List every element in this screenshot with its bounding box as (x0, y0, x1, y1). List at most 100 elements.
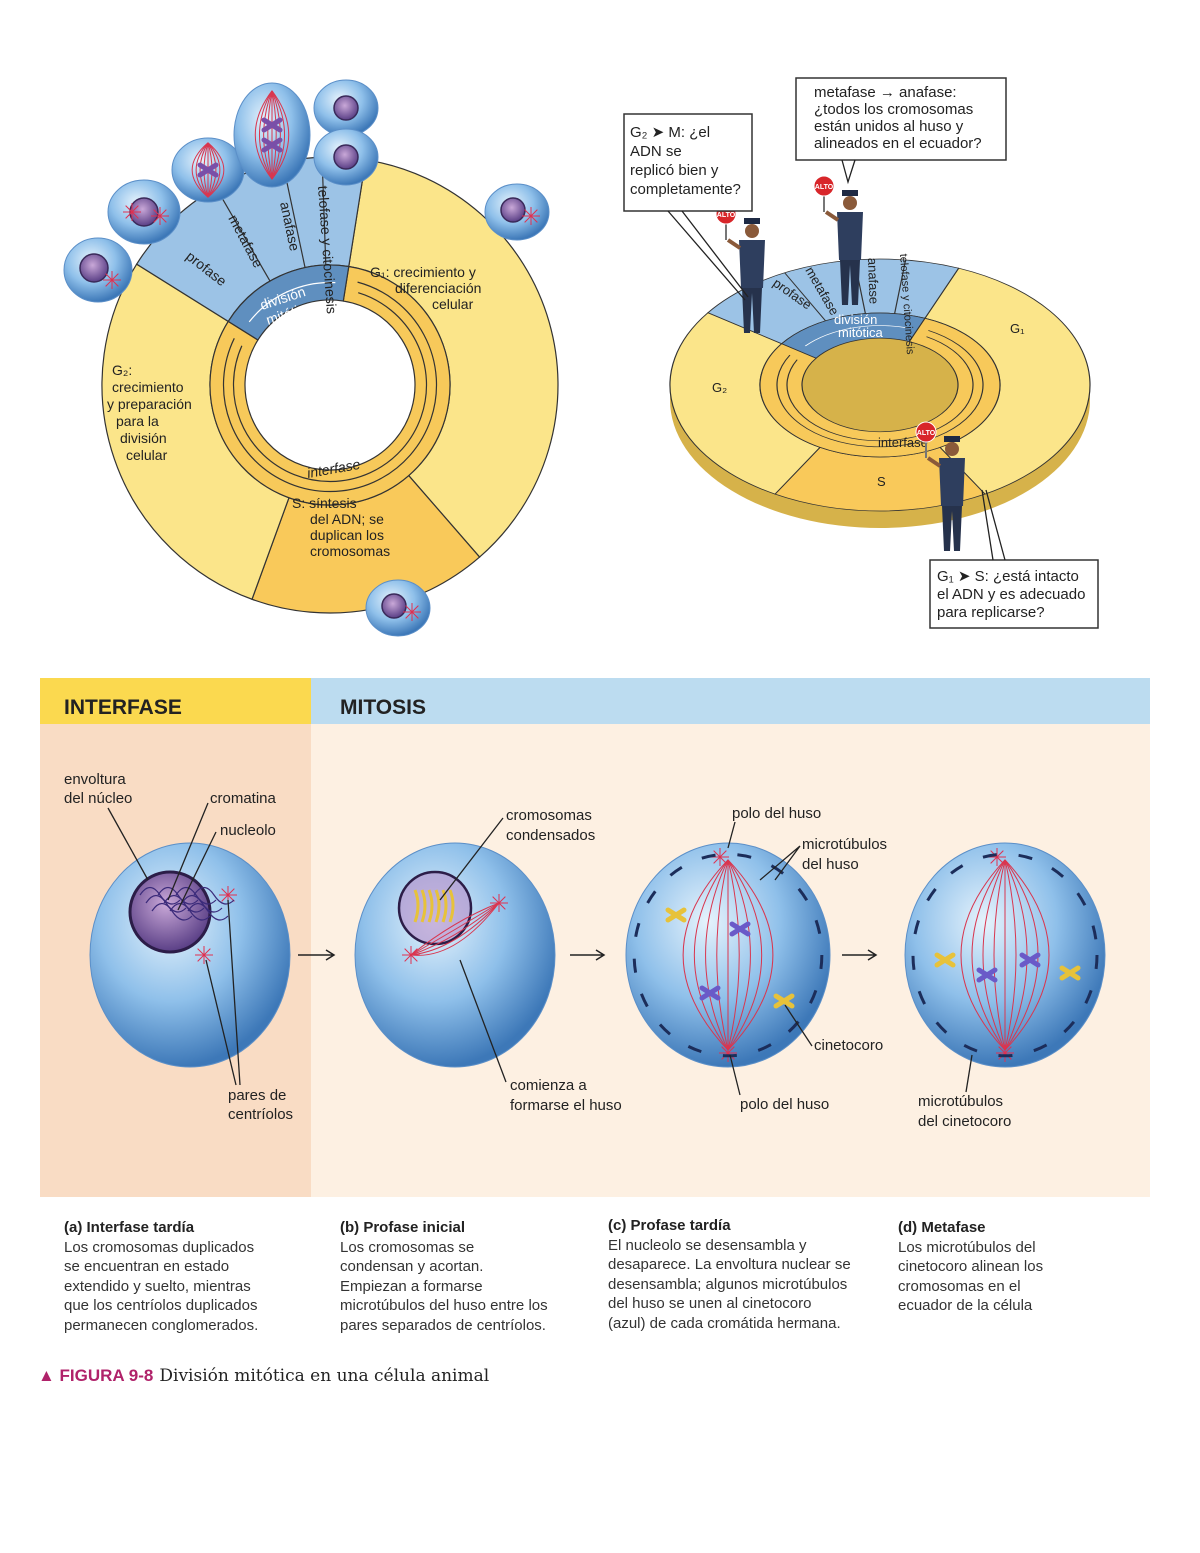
cell-illustration (63, 237, 133, 303)
mitosis-band (780, 312, 926, 359)
spindle-fiber (410, 902, 500, 956)
caption-line: microtúbulos del huso entre los (340, 1297, 548, 1314)
centriole-aster (1004, 1046, 1012, 1054)
label-comienza-huso: formarse el huso (510, 1097, 622, 1114)
centriole-aster (159, 209, 167, 217)
callout-line: G₂ ➤ M: ¿el (630, 124, 710, 141)
centriole-aster (492, 896, 500, 904)
callout-metafase-anafase: metafase → anafase: ¿todos los cromosoma… (795, 77, 1007, 185)
spindle-fiber (716, 859, 729, 1051)
label-g2-line: y preparación (107, 396, 192, 412)
caption-line: se encuentran en estado (64, 1258, 229, 1275)
centriole-aster (498, 896, 506, 904)
callout-line: para replicarse? (937, 604, 1045, 621)
label-envoltura: del núcleo (64, 790, 132, 807)
centriole-aster (111, 273, 119, 281)
spindle-fiber (410, 902, 500, 956)
arm (726, 238, 742, 250)
cell-illustration (89, 842, 291, 1068)
interfase-header (40, 678, 311, 724)
chromosome (665, 907, 687, 923)
wheel-top (669, 258, 1091, 512)
condensed-chromosome (448, 889, 455, 923)
spindle-fiber (271, 90, 290, 180)
nucleus (381, 593, 407, 619)
centriole-aster (197, 954, 205, 962)
centriole-aster (410, 954, 418, 962)
arm (824, 210, 840, 222)
spindle-fiber (191, 142, 209, 198)
phase-divider (215, 187, 271, 282)
centriole-aster (498, 902, 506, 910)
spindle-fiber (993, 859, 1006, 1051)
spindle-fiber (410, 902, 500, 956)
chromatin (151, 902, 193, 921)
interfase-ring (759, 317, 1001, 458)
chromosome (729, 921, 751, 937)
cell-illustration (484, 183, 550, 241)
caption-line: El nucleolo se desensambla y (608, 1237, 807, 1254)
cell-illustration (354, 842, 556, 1068)
figure-title: División mitótica en una célula animal (159, 1366, 489, 1386)
condensed-chromosome (441, 889, 448, 923)
centriole-aster (404, 948, 412, 956)
condensed-chromosome (413, 889, 420, 923)
spindle-fiber (410, 902, 500, 956)
centriole-aster (996, 856, 1004, 864)
caption-d: (d) Metafase Los microtúbulos del cineto… (898, 1219, 1043, 1314)
centriole-aster (159, 215, 167, 223)
caption-line: Los cromosomas duplicados (64, 1239, 254, 1256)
chromosome (699, 985, 721, 1001)
callout-line: ADN se (630, 143, 682, 160)
spindle-fiber (258, 90, 273, 180)
centriole-aster (221, 888, 229, 896)
spindle-fiber (705, 859, 729, 1051)
callout-g1-s: G₁ ➤ S: ¿está intacto el ADN y es adecua… (929, 489, 1099, 629)
centriole-aster (996, 850, 1004, 858)
centriole-aster (998, 1046, 1006, 1054)
caption-line: (azul) de cada cromátida hermana. (608, 1315, 841, 1332)
spindle-fiber (727, 859, 740, 1051)
chromosome (934, 952, 956, 968)
label-anafase: anafase (865, 258, 882, 305)
mitosis-panel: INTERFASE MITOSIS (40, 678, 1150, 1197)
cell-cycle-wheel (101, 156, 559, 614)
cell-illustration (313, 79, 379, 137)
centriole-aster (203, 954, 211, 962)
centriole-aster (713, 850, 721, 858)
caption-line: Los microtúbulos del (898, 1239, 1036, 1256)
caption-title: (a) Interfase tardía (64, 1219, 195, 1236)
spindle-fiber (971, 859, 1006, 1051)
spindle-fiber (271, 90, 281, 180)
callout-line: el ADN y es adecuado (937, 586, 1085, 603)
label-nucleolo: nucleolo (220, 822, 276, 839)
chromosome (1019, 952, 1041, 968)
stop-sign-face (915, 421, 937, 443)
spindle-fiber (199, 142, 209, 198)
cell-illustration (171, 137, 245, 203)
fragmented-nuclear-envelope (632, 852, 824, 1058)
callout-line: alineados en el ecuador? (814, 135, 982, 152)
head (945, 442, 959, 456)
fragmented-nuclear-envelope (911, 852, 1099, 1058)
centriole-aster (530, 215, 538, 223)
centriole-aster (105, 273, 113, 281)
centriole-aster (105, 279, 113, 287)
nucleus (128, 870, 212, 954)
cell-illustration (625, 842, 831, 1068)
nucleus (500, 197, 526, 223)
caption-title: (d) Metafase (898, 1219, 986, 1236)
police-officer: ALTO (715, 203, 765, 333)
spindle-fiber (263, 90, 273, 180)
label-g2: G₂: crecimiento y preparación para la di… (107, 362, 192, 463)
nucleus (333, 95, 359, 121)
cap (744, 218, 760, 224)
interfase-arrow (786, 336, 974, 442)
chromosome (261, 117, 283, 133)
label-g2-line: crecimiento (112, 379, 184, 395)
centriole-aster (197, 948, 205, 956)
nucleus (333, 144, 359, 170)
